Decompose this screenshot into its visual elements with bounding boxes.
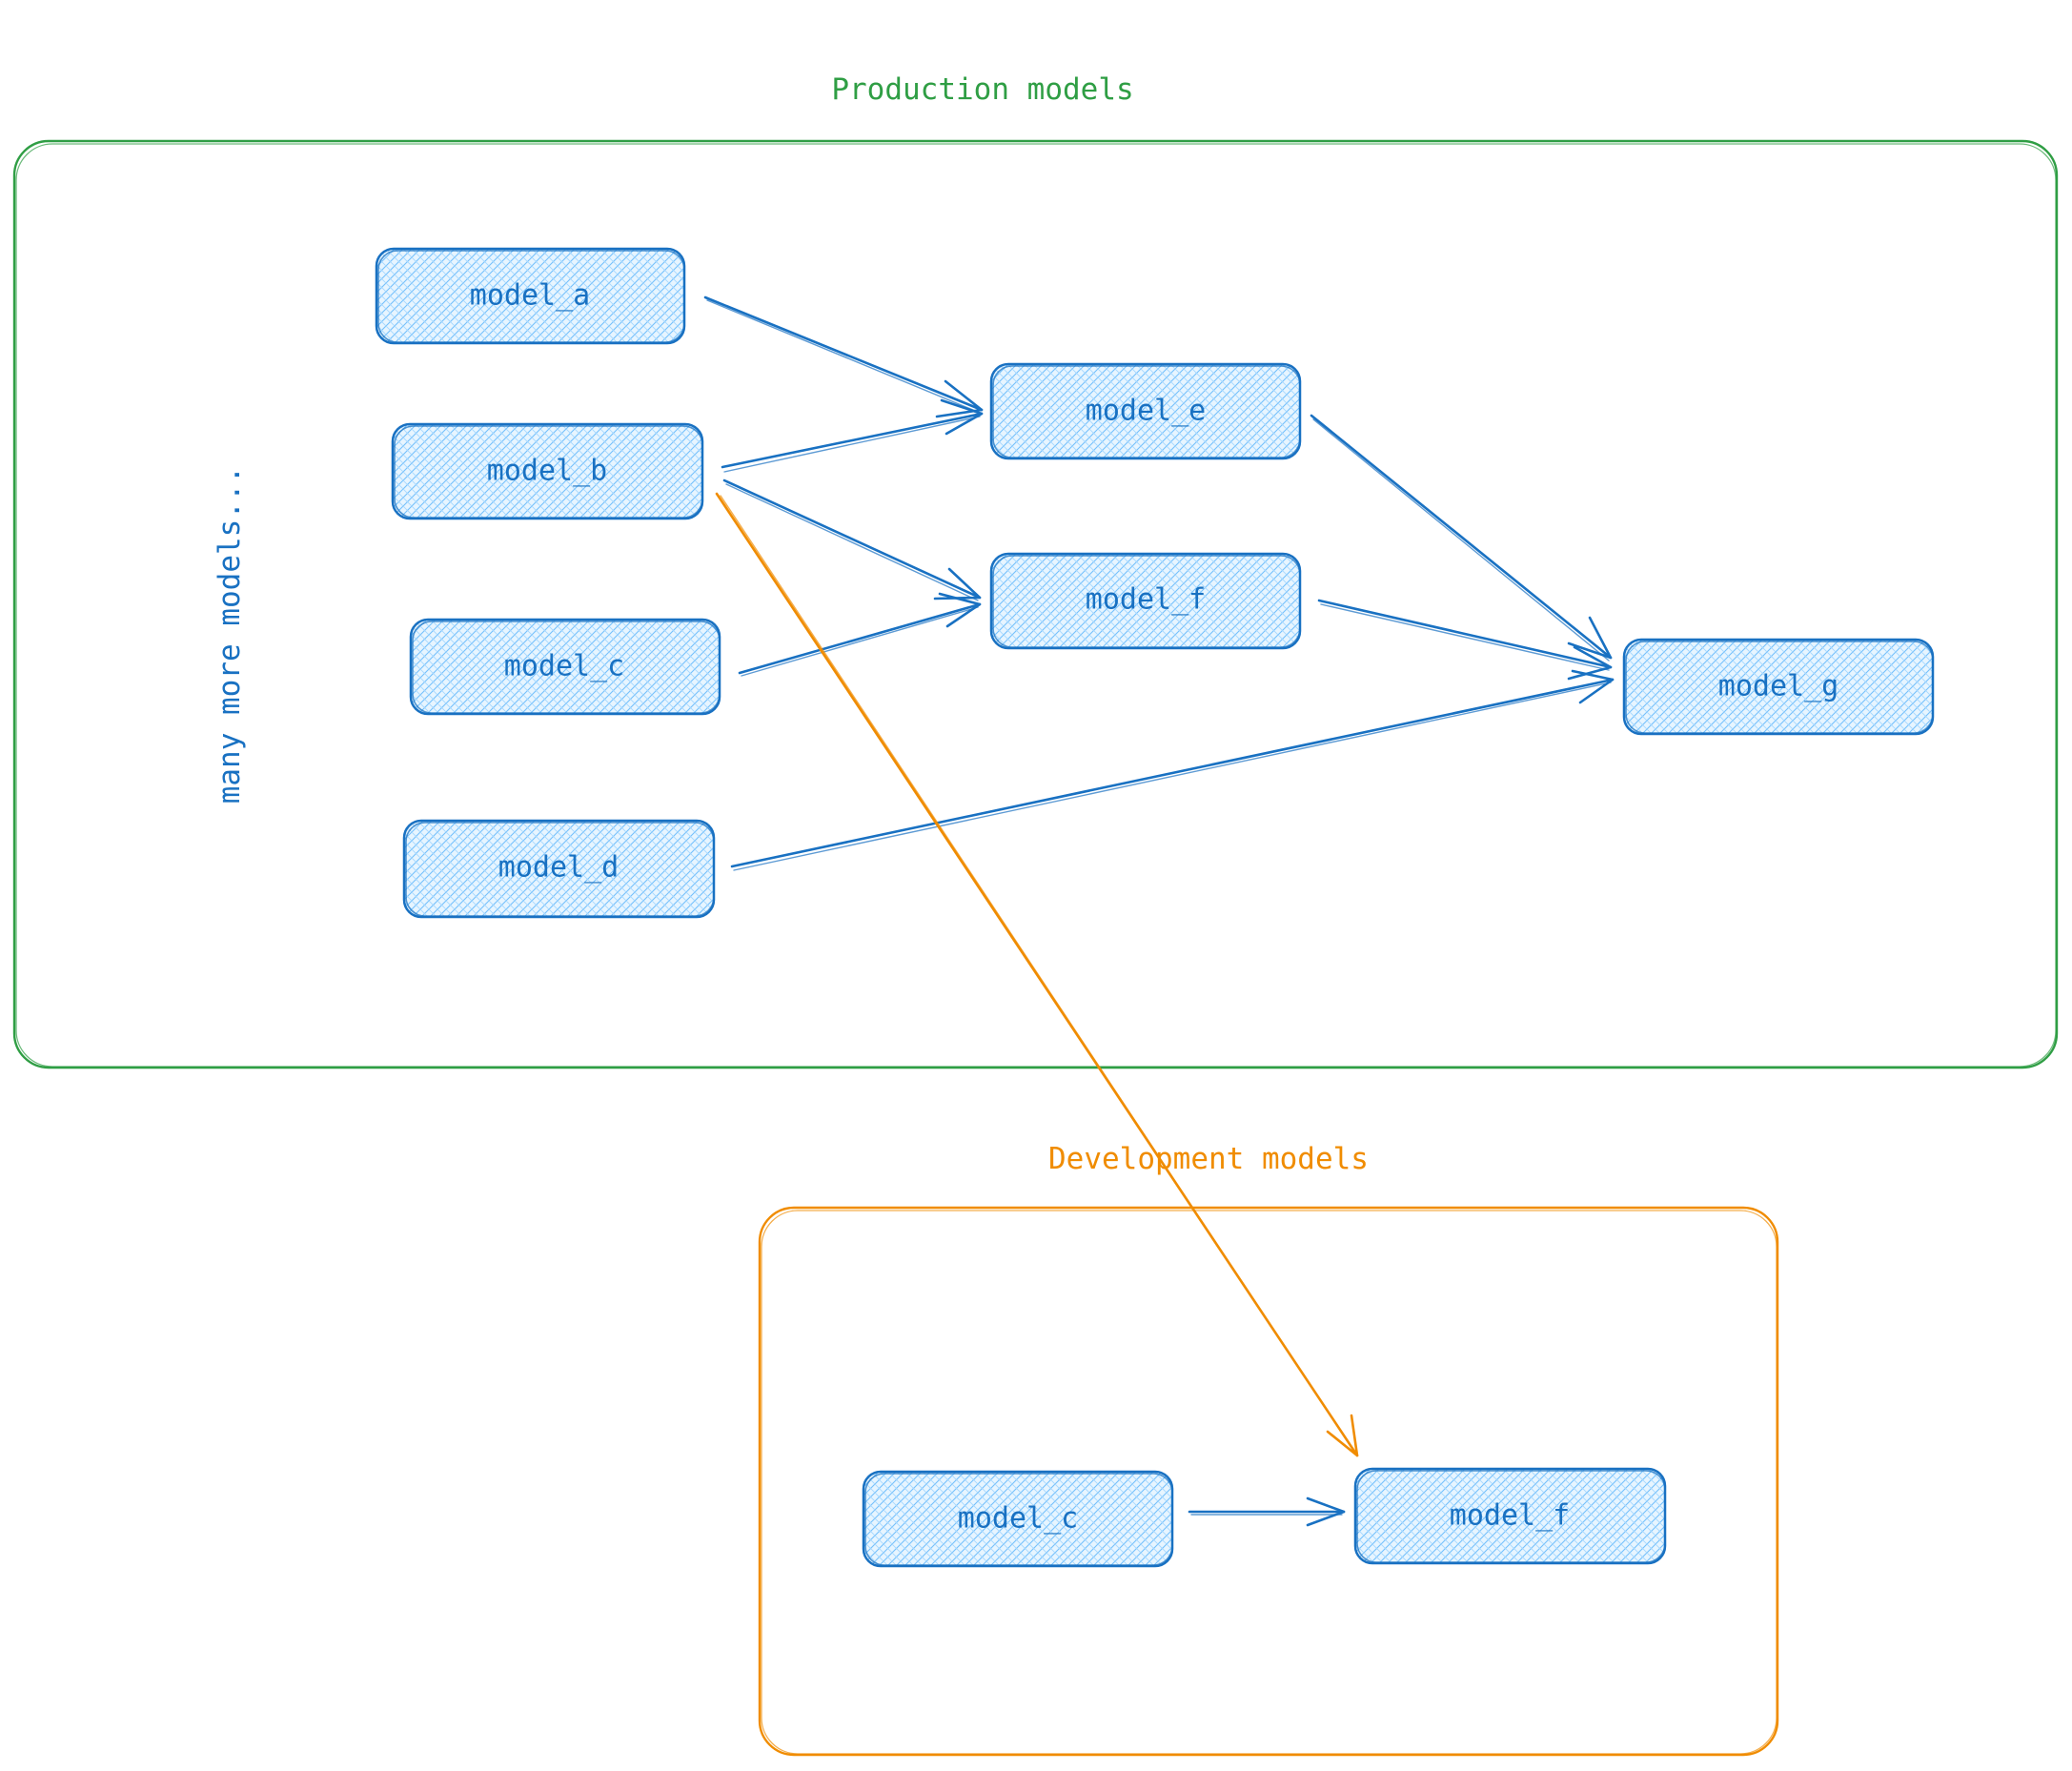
node-prod-model-b[interactable]: model_b bbox=[391, 422, 704, 520]
edge-c-to-f bbox=[738, 592, 982, 677]
production-group-title: Production models bbox=[831, 72, 1133, 107]
node-prod-model-c[interactable]: model_c bbox=[409, 618, 721, 716]
node-prod-model-a[interactable]: model_a bbox=[375, 247, 686, 345]
edge-prod-b-to-dev-f bbox=[715, 492, 1359, 1457]
many-more-models-note: many more models... bbox=[213, 466, 247, 804]
node-label: model_b bbox=[487, 455, 607, 488]
development-group-frame-sketch bbox=[761, 1210, 1777, 1755]
node-label: model_e bbox=[1086, 395, 1206, 428]
node-prod-model-d[interactable]: model_d bbox=[402, 819, 716, 919]
development-group-frame bbox=[758, 1206, 1779, 1757]
node-label: model_f bbox=[1086, 583, 1206, 617]
edge-e-to-g bbox=[1310, 414, 1613, 662]
node-dev-model-c[interactable]: model_c bbox=[862, 1470, 1174, 1568]
edge-a-to-e bbox=[703, 295, 984, 418]
development-group: Development models bbox=[758, 1142, 1779, 1757]
node-prod-model-g[interactable]: model_g bbox=[1622, 638, 1935, 736]
node-prod-model-f[interactable]: model_f bbox=[989, 552, 1302, 650]
node-label: model_c bbox=[504, 650, 624, 683]
production-group: Production models many more models... bbox=[12, 72, 2059, 1069]
edge-b-to-e bbox=[721, 398, 984, 473]
edges bbox=[703, 295, 1615, 1527]
node-label: model_g bbox=[1718, 670, 1838, 703]
edge-b-to-f bbox=[722, 478, 982, 601]
node-label: model_f bbox=[1450, 1499, 1570, 1533]
production-group-frame bbox=[12, 139, 2059, 1069]
edge-d-to-g bbox=[730, 669, 1615, 871]
edge-f-to-g bbox=[1317, 599, 1613, 681]
development-group-title: Development models bbox=[1048, 1142, 1369, 1176]
node-prod-model-e[interactable]: model_e bbox=[989, 362, 1302, 460]
edge-dev-c-to-dev-f bbox=[1188, 1496, 1346, 1527]
node-label: model_a bbox=[470, 279, 590, 313]
node-dev-model-f[interactable]: model_f bbox=[1353, 1467, 1667, 1565]
node-label: model_c bbox=[958, 1502, 1078, 1536]
node-label: model_d bbox=[498, 851, 619, 885]
production-group-frame-sketch bbox=[15, 143, 2057, 1068]
